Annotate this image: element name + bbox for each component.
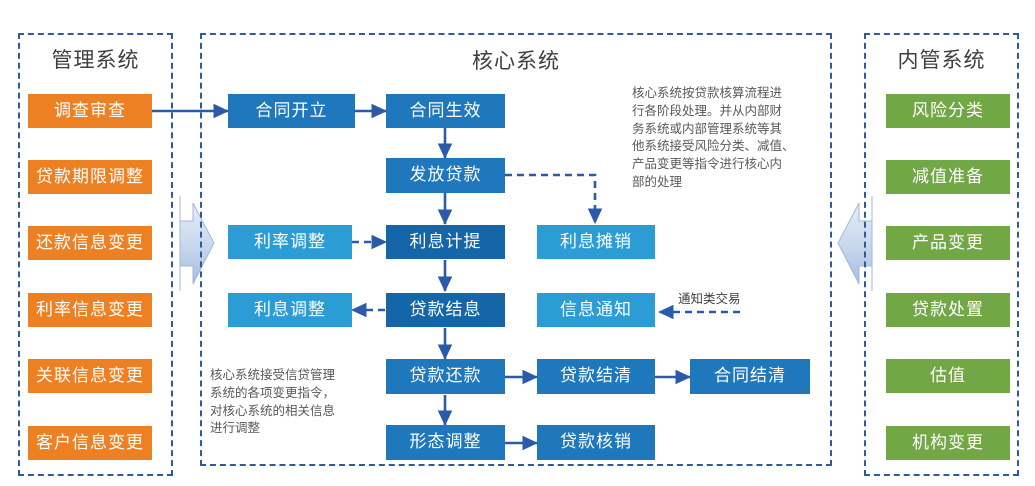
- node-info-notification[interactable]: 信息通知: [537, 293, 655, 327]
- node-interest-adjustment[interactable]: 利息调整: [228, 293, 352, 327]
- node-rate-info-change[interactable]: 利率信息变更: [28, 293, 152, 327]
- node-loan-term-adjust[interactable]: 贷款期限调整: [28, 160, 152, 194]
- node-contract-open[interactable]: 合同开立: [228, 94, 355, 128]
- node-impairment-provision[interactable]: 减值准备: [886, 160, 1010, 194]
- node-loan-disbursement[interactable]: 发放贷款: [386, 158, 505, 193]
- panel-core-system: [200, 33, 832, 466]
- node-loan-repayment[interactable]: 贷款还款: [386, 359, 505, 394]
- panel-core-system-title: 核心系统: [472, 49, 560, 73]
- edge-label-notify-trades: 通知类交易: [678, 291, 741, 306]
- node-rate-adjustment[interactable]: 利率调整: [228, 225, 352, 259]
- node-product-change[interactable]: 产品变更: [886, 226, 1010, 260]
- node-status-adjustment[interactable]: 形态调整: [386, 425, 505, 460]
- note-core-system-right: 核心系统按贷款核算流程进 行各阶段处理。并从内部财 务系统或内部管理系统等其 他…: [632, 85, 795, 189]
- node-repayment-info-change[interactable]: 还款信息变更: [28, 226, 152, 260]
- node-risk-classification[interactable]: 风险分类: [886, 94, 1010, 128]
- node-interest-accrual[interactable]: 利息计提: [386, 225, 505, 259]
- note-core-system-left: 核心系统接受信贷管理 系统的各项变更指令， 对核心系统的相关信息 进行调整: [210, 367, 336, 436]
- node-investigation-review[interactable]: 调查审查: [28, 94, 152, 128]
- panel-internal-management-system: [864, 33, 1019, 476]
- node-valuation[interactable]: 估值: [886, 359, 1010, 393]
- node-contract-cleared[interactable]: 合同结清: [690, 359, 810, 394]
- panel-management-system-title: 管理系统: [51, 48, 140, 72]
- node-relation-info-change[interactable]: 关联信息变更: [28, 359, 152, 393]
- node-loan-writeoff[interactable]: 贷款核销: [537, 425, 655, 460]
- node-loan-cleared[interactable]: 贷款结清: [537, 359, 655, 394]
- node-loan-interest-settlement[interactable]: 贷款结息: [386, 293, 505, 327]
- panel-internal-management-system-title: 内管系统: [897, 48, 986, 72]
- node-interest-amortization[interactable]: 利息摊销: [537, 225, 655, 259]
- panel-management-system: [18, 33, 173, 476]
- node-institution-change[interactable]: 机构变更: [886, 426, 1010, 460]
- node-customer-info-change[interactable]: 客户信息变更: [28, 426, 152, 460]
- node-loan-disposal[interactable]: 贷款处置: [886, 293, 1010, 327]
- node-contract-effective[interactable]: 合同生效: [386, 94, 505, 128]
